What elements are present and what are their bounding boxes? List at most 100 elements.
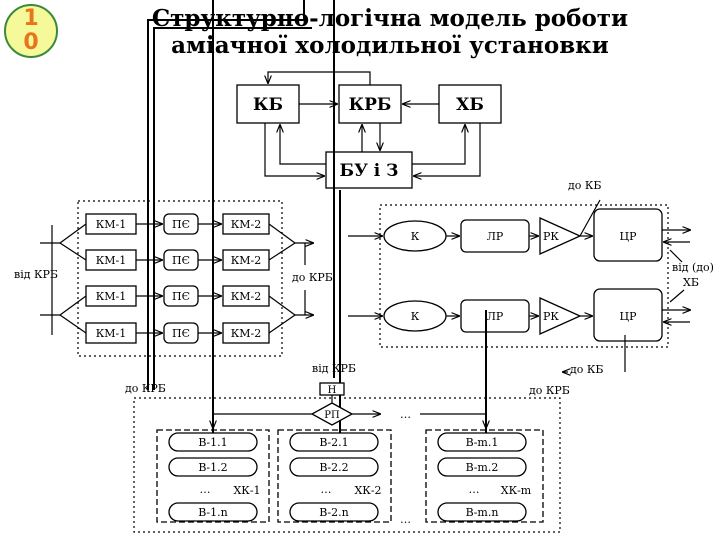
compressor-group-frame — [77, 200, 283, 357]
consumer-group-frame — [156, 429, 270, 523]
to-krb-label: до КРБ — [292, 271, 333, 284]
km2-label: КМ-2 — [231, 327, 262, 340]
hb-pointer-line — [669, 289, 685, 303]
trunk-line — [147, 0, 305, 390]
consumer-box — [289, 432, 379, 452]
consumer-label: В-m.n — [466, 506, 499, 519]
km2-label: КМ-2 — [231, 254, 262, 267]
krb-to-kb-arrow — [268, 71, 371, 85]
rp-ellipsis: … — [400, 408, 411, 421]
trunk-line — [153, 27, 312, 390]
hb-label: ХБ — [456, 95, 484, 115]
from-to-hb-line1: від (до) — [672, 261, 714, 274]
consumer-label: В-m.2 — [466, 461, 499, 474]
consumer-label: В-2.1 — [319, 436, 348, 449]
bu-to-hb-arrow — [412, 125, 465, 165]
condenser-k-label: К — [411, 310, 420, 323]
from-krb-consumers-label: від КРБ — [312, 362, 356, 375]
rk-to-kb-line — [579, 199, 601, 237]
output-fan-line — [268, 295, 296, 316]
condenser-group: К ЛР РК ЦР К ЛР РК ЦР до КБ до КБ від (до) ХБ — [348, 179, 714, 376]
lr-label: ЛР — [487, 230, 504, 243]
pump-label: Н — [328, 385, 337, 396]
kb-label: КБ — [253, 95, 283, 115]
consumer-group-name: ХК-1 — [233, 484, 260, 497]
consumers-group: від КРБ до КРБ до КРБ Н РП … … В-1.1В-1.… — [125, 362, 570, 533]
rk-triangle — [539, 216, 582, 256]
consumer-ellipsis: … — [200, 483, 211, 496]
km2-label: КМ-2 — [231, 218, 262, 231]
kb-box — [236, 84, 300, 124]
from-to-hb-line2: ХБ — [683, 276, 699, 289]
consumer-box — [168, 432, 258, 452]
condenser-k-label: К — [411, 230, 420, 243]
cr-box — [593, 288, 663, 342]
consumer-box — [168, 502, 258, 522]
consumer-ellipsis: … — [321, 483, 332, 496]
consumer-box — [168, 457, 258, 477]
from-krb-label: від КРБ — [14, 268, 58, 281]
cr-label: ЦР — [620, 310, 638, 323]
output-fan-line — [268, 242, 296, 261]
km1-label: КМ-1 — [96, 290, 127, 303]
bottom-ellipsis: … — [400, 513, 411, 526]
rk-triangle — [539, 296, 582, 336]
rp-label: РП — [324, 410, 340, 421]
consumer-box — [289, 457, 379, 477]
lr-label: ЛР — [487, 310, 504, 323]
input-fan-line — [59, 242, 87, 261]
to-kb-top-label: до КБ — [568, 179, 602, 192]
rp-to-xk1-arrow — [213, 413, 312, 428]
pe-label: ПЄ — [172, 254, 190, 267]
to-krb-left-label: до КРБ — [125, 382, 166, 395]
krb-label: КРБ — [349, 95, 392, 115]
rp-to-xkm-arrow — [420, 413, 486, 428]
consumer-group-frame — [425, 429, 544, 523]
km1-label: КМ-1 — [96, 218, 127, 231]
input-fan-line — [59, 314, 87, 334]
consumer-label: В-1.1 — [198, 436, 227, 449]
to-kb-bottom-label: до КБ — [570, 363, 604, 376]
input-fan-line — [59, 223, 87, 244]
consumer-box — [289, 502, 379, 522]
consumer-label: В-1.n — [198, 506, 227, 519]
km2-label: КМ-2 — [231, 290, 262, 303]
bu-box — [325, 151, 413, 189]
output-fan-line — [268, 314, 296, 334]
rp-diamond — [310, 402, 354, 426]
km1-label: КМ-1 — [96, 254, 127, 267]
input-fan-line — [59, 295, 87, 316]
consumer-group-name: ХК-2 — [354, 484, 381, 497]
rk-label: РК — [543, 310, 559, 323]
output-fan-line — [268, 223, 296, 244]
consumer-label: В-2.n — [319, 506, 348, 519]
rk-label: РК — [543, 230, 559, 243]
slide-title-line2: аміачної холодильної установки — [171, 32, 609, 59]
trunk-lines — [147, 0, 626, 436]
bu-label: БУ і З — [340, 161, 399, 181]
consumer-group-frame — [277, 429, 392, 523]
consumer-label: В-1.2 — [198, 461, 227, 474]
cr-label: ЦР — [620, 230, 638, 243]
hb-pointer-line — [669, 249, 683, 263]
cr-box — [593, 208, 663, 262]
km1-label: КМ-1 — [96, 327, 127, 340]
hb-to-bu-arrow — [414, 123, 481, 176]
pe-label: ПЄ — [172, 218, 190, 231]
consumer-label: В-m.1 — [466, 436, 499, 449]
slide-number-badge: 1 0 — [4, 4, 58, 58]
consumer-box — [437, 457, 527, 477]
pe-label: ПЄ — [172, 290, 190, 303]
consumer-label: В-2.2 — [319, 461, 348, 474]
bu-to-kb-arrow — [280, 125, 326, 165]
pe-label: ПЄ — [172, 327, 190, 340]
kb-to-bu-arrow — [264, 123, 324, 176]
slide-number-line1: 1 — [23, 6, 39, 31]
hb-box — [438, 84, 502, 124]
consumer-ellipsis: … — [469, 483, 480, 496]
to-krb-right-label: до КРБ — [529, 384, 570, 397]
consumer-group-name: ХК-m — [501, 484, 532, 497]
consumer-box — [437, 502, 527, 522]
